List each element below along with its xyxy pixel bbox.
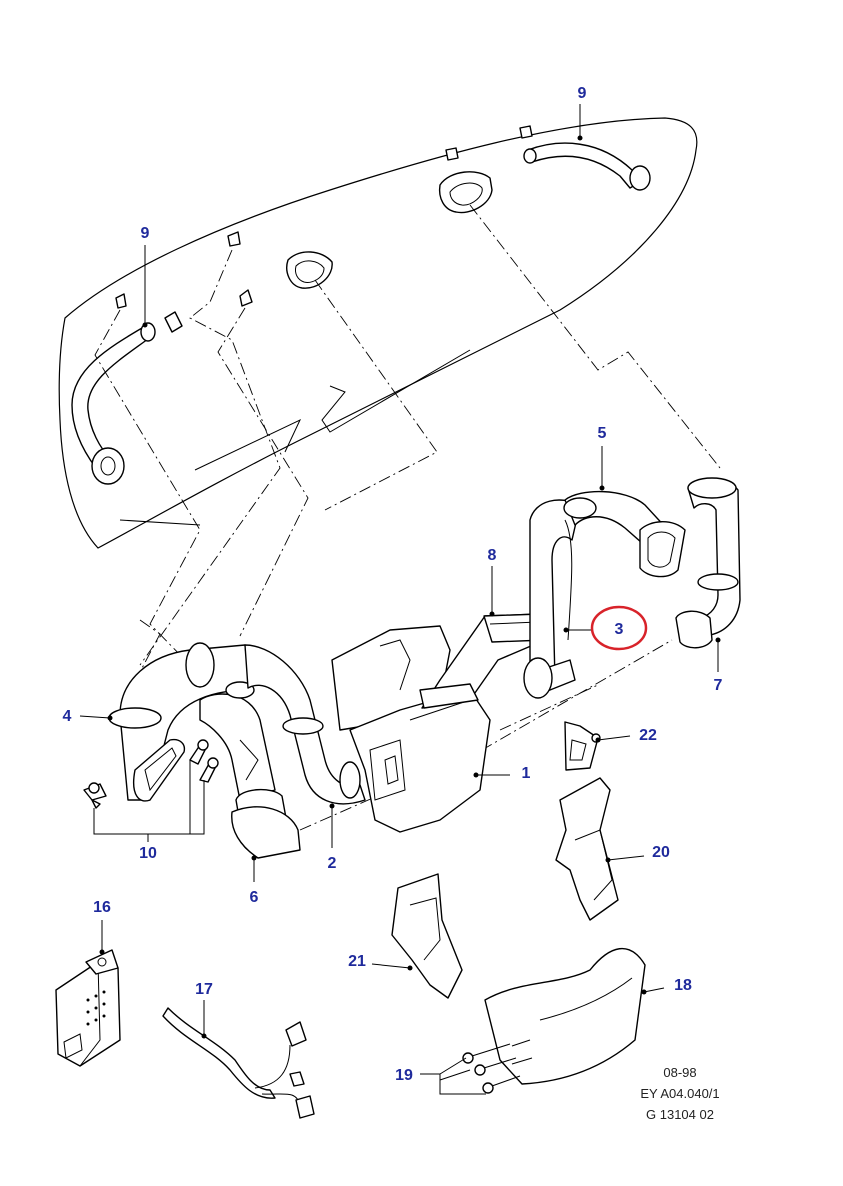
callout-17: 17 <box>195 981 213 998</box>
reference-code: EY A04.040/1 <box>640 1086 719 1101</box>
module-pins <box>86 990 106 1026</box>
vehicle-floor-panel <box>58 117 698 549</box>
callout-22: 22 <box>639 727 657 744</box>
part-4-left-duct <box>108 642 251 802</box>
callout-2: 2 <box>328 855 337 872</box>
leader-dots <box>99 135 721 1039</box>
alignment-lines <box>94 204 721 831</box>
part-22-bracket <box>564 721 601 771</box>
callout-3: 3 <box>615 621 624 638</box>
part-9-hose-lower <box>71 322 156 485</box>
callout-16: 16 <box>93 899 111 916</box>
callout-labels: 9 9 5 8 3 7 4 1 22 20 18 21 16 17 2 6 10… <box>63 85 723 1084</box>
reference-date: 08-98 <box>663 1065 696 1080</box>
part-19-screws <box>462 1043 521 1094</box>
part-17-wiring-harness <box>162 1007 315 1119</box>
part-10-screws <box>83 739 219 809</box>
part-7-right-duct <box>675 477 741 649</box>
highlight-circle <box>590 605 648 651</box>
callout-4: 4 <box>63 708 72 725</box>
part-16-control-module <box>55 949 121 1067</box>
reference-block: 08-98 EY A04.040/1 G 13104 02 <box>640 1065 719 1122</box>
callout-18: 18 <box>674 977 692 994</box>
callout-21: 21 <box>348 953 366 970</box>
callout-7: 7 <box>714 677 723 694</box>
body-openings <box>115 125 533 333</box>
part-5-upper-duct <box>563 490 686 578</box>
callout-10: 10 <box>139 845 157 862</box>
part-20-cover <box>555 777 619 921</box>
callout-6: 6 <box>250 889 259 906</box>
part-21-cover <box>391 873 463 999</box>
part-3-tall-duct <box>523 499 581 699</box>
part-6-center-duct <box>199 681 301 859</box>
leader-lines <box>79 104 719 1095</box>
reference-number: G 13104 02 <box>646 1107 714 1122</box>
callout-1: 1 <box>522 765 531 782</box>
callout-19: 19 <box>395 1067 413 1084</box>
part-18-large-cover <box>484 948 646 1085</box>
callout-8: 8 <box>488 547 497 564</box>
callout-5: 5 <box>598 425 607 442</box>
part-1-heater-housing <box>331 625 491 833</box>
part-9-hose-upper <box>523 142 651 191</box>
callout-9-top: 9 <box>578 85 587 102</box>
callout-9-left: 9 <box>141 225 150 242</box>
callout-20: 20 <box>652 844 670 861</box>
part-2-duct <box>244 644 366 805</box>
